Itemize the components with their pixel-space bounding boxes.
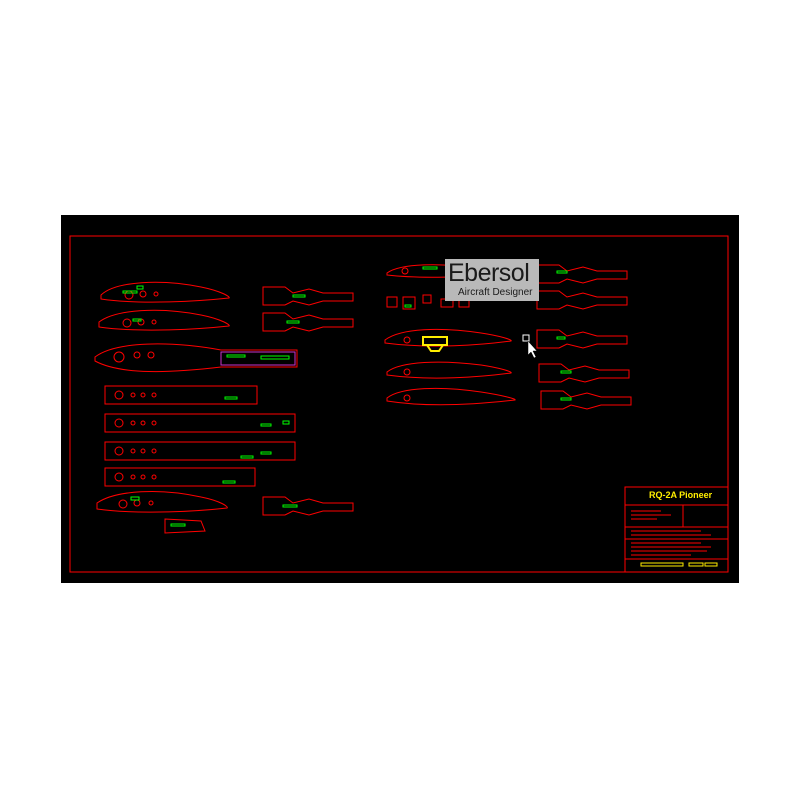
tail-rib-1[interactable]	[262, 286, 354, 306]
wing-rib-2[interactable]	[98, 309, 230, 331]
wing-rib-3[interactable]	[96, 491, 228, 513]
tail-rib-6[interactable]	[536, 329, 628, 349]
small-gusset[interactable]	[164, 518, 206, 534]
watermark-subtitle: Aircraft Designer	[458, 287, 533, 298]
wing-rib-5[interactable]	[384, 328, 512, 352]
cad-drawing[interactable]	[61, 215, 739, 583]
tail-rib-7[interactable]	[538, 363, 630, 383]
wing-rib-7[interactable]	[386, 387, 516, 406]
fuselage-former-1[interactable]	[104, 385, 258, 405]
tail-rib-3[interactable]	[262, 496, 354, 516]
drawing-title: RQ-2A Pioneer	[649, 490, 713, 500]
fuselage-former-3[interactable]	[104, 441, 296, 461]
wing-rib-6[interactable]	[386, 361, 512, 379]
drawing-frame	[69, 235, 729, 573]
tail-rib-8[interactable]	[540, 390, 632, 410]
tail-rib-4[interactable]	[536, 264, 628, 284]
arrow-cursor-icon	[522, 334, 538, 359]
tail-rib-2[interactable]	[262, 312, 354, 332]
wing-rib-1[interactable]	[100, 281, 230, 303]
fuselage-former-2[interactable]	[104, 413, 296, 433]
fuselage-former-4[interactable]	[104, 467, 256, 487]
ebersol-watermark-logo: Ebersol Aircraft Designer	[445, 259, 539, 301]
watermark-name: Ebersol	[448, 259, 530, 287]
wing-root-rib[interactable]	[94, 343, 298, 373]
title-block[interactable]	[624, 486, 729, 573]
tail-rib-5[interactable]	[536, 290, 628, 310]
cad-drawing-canvas[interactable]: RQ-2A Pioneer Ebersol Aircraft Designer	[61, 215, 739, 583]
